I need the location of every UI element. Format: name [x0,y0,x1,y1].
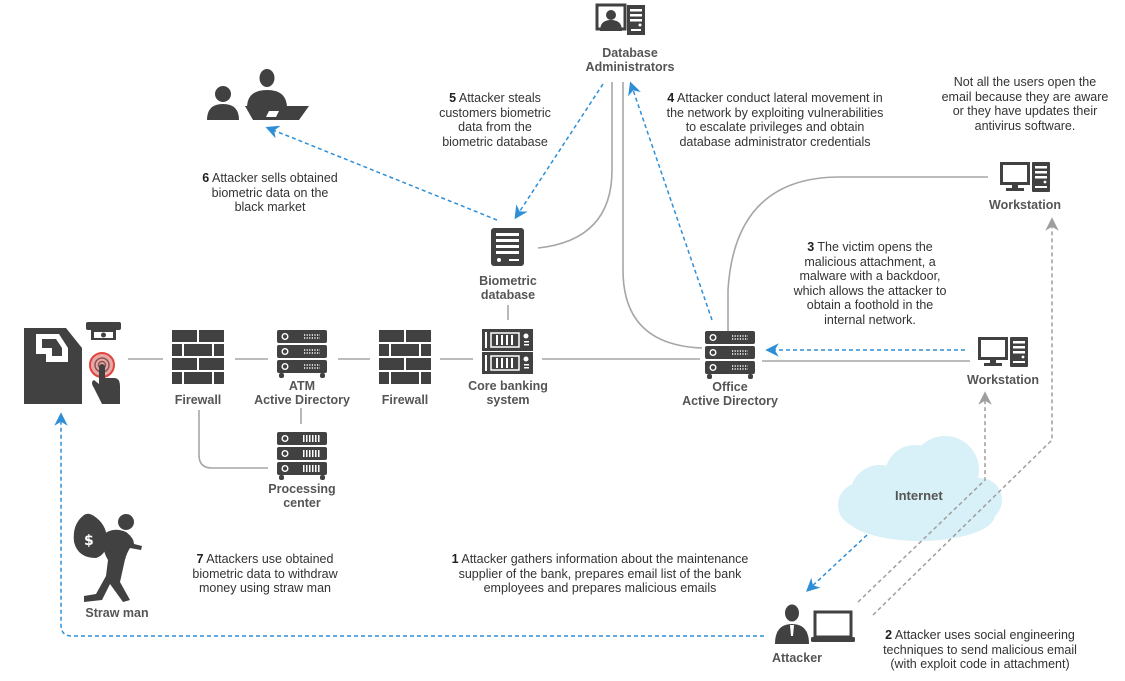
biometric-db-label-line2: database [480,288,536,302]
processing-center-label-line2: center [283,496,321,510]
step-5-line: biometric database [442,134,548,149]
processing-center-label: Processing center [252,482,352,510]
db-admins-label: Database Administrators [560,46,700,74]
link-office-admins [622,82,703,349]
step-3-line: malware with a backdoor, [799,269,941,283]
step-3-line: obtain a foothold in the [806,298,934,312]
database-server-icon [491,228,524,266]
office-ad-label-line1: Office [712,380,748,394]
atm-ad-label: ATM Active Directory [247,379,357,407]
attack-arrows [54,81,965,637]
step-5-note: 5 Attacker steals customers biometric da… [425,91,565,149]
straw-man-label: Straw man [85,606,149,620]
step-1-line: supplier of the bank, prepares email lis… [458,566,742,581]
biometric-db-label-line1: Biometric [479,274,537,288]
thief-money-bag-icon: $ [73,513,142,602]
link-biodb-admins [537,82,613,249]
step-2-line: techniques to send malicious email [883,642,1077,657]
step-6-line: Attacker sells obtained [211,171,338,185]
step-3-line: internal network. [824,312,916,327]
step-5-line: data from the [458,120,532,134]
email-path-ws-mid [857,391,992,603]
workstation-top-label: Workstation [989,198,1061,212]
server-icon [277,432,327,480]
step-3-line: malicious attachment, a [804,254,936,269]
attacker-label: Attacker [771,651,823,665]
step-4-line: Attacker conduct lateral movement in [677,91,883,105]
side-note-line: Not all the users open the [953,75,1097,89]
step-2-note: 2 Attacker uses social engineering techn… [860,628,1100,672]
step-5-line: customers biometric [439,105,551,120]
db-admins-label-line2: Administrators [585,60,675,74]
biometric-db-label: Biometric database [458,274,558,302]
workstation-icon [1000,162,1050,192]
step-1-line: Attacker gathers information about the m… [461,552,749,566]
attacker-laptop-icon [775,604,855,644]
link-office-wstop [727,176,988,332]
step-4-note: 4 Attacker conduct lateral movement in t… [645,91,905,149]
step-7-line: money using straw man [198,581,331,595]
arrow-step7-attacker-to-atm [54,412,764,637]
step-3-line: The victim opens the [817,240,933,254]
firewall-2-label: Firewall [381,393,429,407]
rack-server-icon [482,329,533,374]
atm-ad-label-line1: ATM [288,379,316,393]
side-note-line: or they have updates their [952,104,1098,118]
firewall-icon [172,330,224,384]
db-admins-label-line1: Database [602,46,658,60]
step-5-line: Attacker steals [458,91,541,105]
side-note-line: antivirus software. [974,118,1076,133]
core-banking-label: Core banking system [448,379,568,407]
core-banking-label-line1: Core banking [468,379,548,393]
step-5-number: 5 [449,91,457,105]
side-note-line: email because they are aware [941,89,1109,104]
step-2-number: 2 [885,628,893,642]
step-6-line: black market [234,200,306,214]
arrow-step1-internet-to-attacker [806,534,868,592]
link-firewall1-processing [198,410,268,469]
step-2-line: (with exploit code in attachment) [890,657,1070,671]
step-7-number: 7 [196,552,204,566]
step-6-number: 6 [202,171,210,185]
workstation-icon [978,337,1028,367]
atm-fingerprint-icon [24,322,121,404]
arrow-step5-admins-to-biodb [514,83,604,220]
server-icon [277,330,327,378]
step-1-number: 1 [451,552,459,566]
step-2-line: Attacker uses social engineering [894,628,1075,642]
firewall-icon [379,330,431,384]
step-1-line: employees and prepares malicious emails [483,581,717,595]
email-paths [857,217,1059,616]
svg-text:$: $ [84,533,94,549]
server-icon [705,331,755,379]
step-3-number: 3 [807,240,815,254]
step-1-note: 1 Attacker gathers information about the… [420,552,780,596]
network-links [128,82,988,469]
workstation-mid-label: Workstation [967,373,1039,387]
step-7-note: 7 Attackers use obtained biometric data … [165,552,365,596]
step-7-line: biometric data to withdraw [192,566,338,581]
arrow-step6-biodb-to-market [265,125,498,221]
side-note: Not all the users open the email because… [925,75,1125,133]
core-banking-label-line2: system [486,393,530,407]
step-6-note: 6 Attacker sells obtained biometric data… [190,171,350,215]
office-ad-label-line2: Active Directory [682,394,778,408]
step-4-line: to escalate privileges and obtain [685,120,865,134]
step-6-line: biometric data on the [211,185,329,200]
processing-center-label-line1: Processing [268,482,336,496]
atm-ad-label-line2: Active Directory [254,393,350,407]
step-7-line: Attackers use obtained [206,552,334,566]
buyers-meeting-icon [207,69,309,120]
internet-cloud-icon [838,436,1002,541]
internet-label: Internet [895,488,943,503]
step-4-line: the network by exploiting vulnerabilitie… [666,105,884,120]
firewall-1-label: Firewall [174,393,222,407]
office-ad-label: Office Active Directory [675,380,785,408]
step-4-line: database administrator credentials [679,134,871,149]
step-4-number: 4 [667,91,675,105]
admin-workstation-icon [595,3,645,35]
step-3-note: 3 The victim opens the malicious attachm… [770,240,970,327]
step-3-line: which allows the attacker to [793,283,947,298]
